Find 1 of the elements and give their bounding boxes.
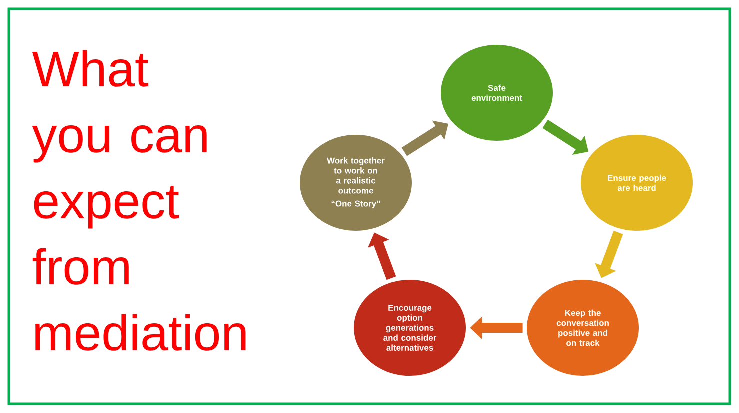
title: What you can expect from mediation bbox=[32, 50, 246, 351]
